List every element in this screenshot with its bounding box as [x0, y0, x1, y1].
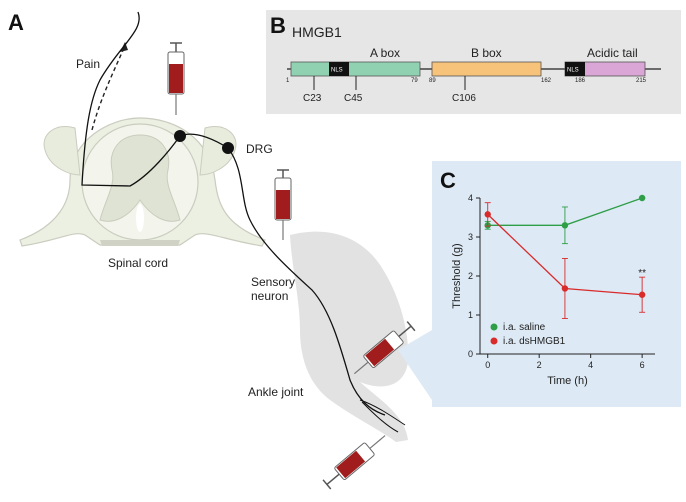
panel-b-title: HMGB1 [292, 24, 342, 40]
legend-label: i.a. saline [503, 322, 546, 333]
nls-2 [565, 62, 585, 76]
neuron-cell-body [174, 130, 186, 142]
c106-label: C106 [452, 93, 476, 104]
y-tick-label: 4 [468, 193, 473, 203]
label-neuron: neuron [251, 289, 288, 303]
y-tick-label: 1 [468, 310, 473, 320]
legend-label: i.a. dsHMGB1 [503, 336, 566, 347]
syringe-icon [167, 42, 185, 115]
pain-arrow [91, 47, 125, 131]
legend-marker [490, 337, 498, 345]
data-point [561, 222, 569, 229]
label-sensory: Sensory [251, 275, 295, 289]
syringe-icon [353, 321, 416, 375]
syringe-icon [322, 435, 386, 490]
panel-label-b: B [270, 13, 286, 38]
legend-marker [490, 323, 498, 331]
x-tick-label: 0 [485, 360, 490, 370]
pos-89: 89 [429, 78, 436, 84]
y-axis-label: Threshold (g) [451, 243, 463, 308]
pos-1: 1 [286, 78, 290, 84]
nls-1-label: NLS [331, 68, 343, 74]
panel-label-c: C [440, 168, 456, 193]
leg-shape [290, 231, 409, 442]
a-box-domain [290, 61, 421, 77]
drg-cell-body [222, 142, 234, 154]
significance-annotation: ** [638, 268, 646, 279]
pos-186: 186 [575, 78, 586, 84]
label-spinal-cord: Spinal cord [108, 256, 168, 270]
acidic-tail-label: Acidic tail [587, 46, 638, 60]
data-point [561, 285, 569, 292]
a-box-label: A box [370, 46, 400, 60]
y-tick-label: 3 [468, 232, 473, 242]
data-point [638, 291, 646, 298]
b-box-domain [431, 61, 542, 77]
c45-label: C45 [344, 93, 363, 104]
x-tick-label: 4 [588, 360, 593, 370]
callout-wedge [398, 330, 432, 400]
label-pain: Pain [76, 57, 100, 71]
syringe-icon [274, 169, 292, 240]
data-point [484, 211, 491, 218]
x-tick-label: 6 [640, 360, 645, 370]
spinal-cord [19, 117, 266, 247]
label-drg: DRG [246, 142, 273, 156]
x-axis-label: Time (h) [547, 375, 588, 387]
label-ankle-joint: Ankle joint [248, 385, 304, 399]
y-tick-label: 0 [468, 349, 473, 359]
c23-label: C23 [303, 93, 322, 104]
x-tick-label: 2 [537, 360, 542, 370]
pos-162: 162 [541, 78, 552, 84]
data-point [638, 194, 646, 202]
nls-1 [329, 62, 349, 76]
panel-c-background [432, 161, 681, 407]
b-box-label: B box [471, 46, 502, 60]
y-tick-label: 2 [468, 271, 473, 281]
pos-79: 79 [411, 78, 418, 84]
panel-label-a: A [8, 10, 24, 35]
pos-215: 215 [636, 78, 647, 84]
nls-2-label: NLS [567, 68, 579, 74]
